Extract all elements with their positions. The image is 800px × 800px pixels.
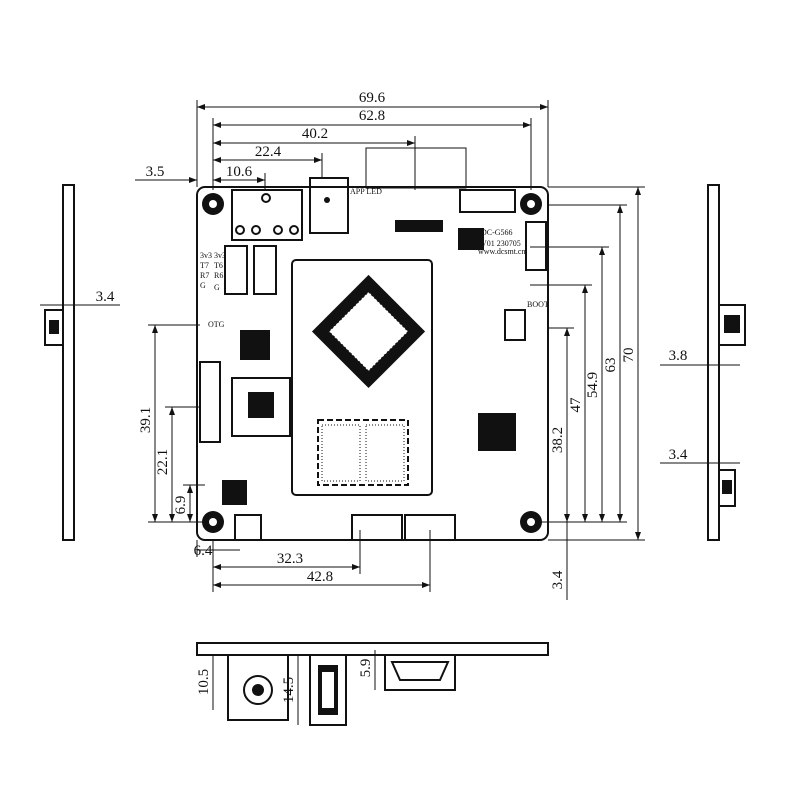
header2-pin3: R6 bbox=[214, 271, 223, 280]
header2-pin1: 3v3 bbox=[214, 251, 226, 260]
dim-32-3: 32.3 bbox=[277, 551, 303, 567]
label-website: www.dcsmt.cn bbox=[478, 247, 525, 256]
dim-62-8: 62.8 bbox=[359, 108, 385, 124]
dim-40-2: 40.2 bbox=[302, 126, 328, 142]
dim-70: 70 bbox=[621, 348, 637, 363]
header1-pin3: R7 bbox=[200, 271, 209, 280]
mounting-holes bbox=[202, 193, 542, 533]
front-view bbox=[196, 642, 549, 726]
dim-5-9: 5.9 bbox=[358, 659, 374, 678]
label-app-led: APP LED bbox=[350, 187, 382, 196]
dim-side-3-8: 3.8 bbox=[669, 348, 688, 364]
dim-side-3-4: 3.4 bbox=[669, 447, 688, 463]
label-otg: OTG bbox=[208, 320, 225, 329]
board-top-view: APP LED DC-G566 V01 230705 www.dcsmt.cn … bbox=[196, 147, 549, 541]
dim-6-9: 6.9 bbox=[173, 496, 189, 515]
dimension-labels: 69.6 62.8 40.2 22.4 10.6 3.5 3.4 39.1 22… bbox=[96, 90, 688, 703]
dim-bottom-right-3-4: 3.4 bbox=[550, 570, 566, 589]
usb-port bbox=[309, 654, 347, 726]
dim-3-5: 3.5 bbox=[146, 164, 165, 180]
header1-pin1: 3v3 bbox=[200, 251, 212, 260]
dim-10-6: 10.6 bbox=[226, 164, 253, 180]
header1-pin2: T7 bbox=[200, 261, 209, 270]
dim-6-4: 6.4 bbox=[194, 543, 213, 559]
header2-pin4: G bbox=[214, 283, 220, 292]
extension-lines bbox=[148, 100, 645, 592]
header1-pin4: G bbox=[200, 281, 206, 290]
dim-39-1: 39.1 bbox=[138, 407, 154, 433]
hdmi-port bbox=[384, 654, 456, 691]
dim-69-6: 69.6 bbox=[359, 90, 386, 106]
dim-left-3-4: 3.4 bbox=[96, 289, 115, 305]
dim-22-4: 22.4 bbox=[255, 144, 282, 160]
header2-pin2: T6 bbox=[214, 261, 223, 270]
dim-63: 63 bbox=[603, 358, 619, 373]
label-model: DC-G566 bbox=[481, 228, 513, 237]
right-side-view bbox=[707, 184, 746, 541]
dimension-lines bbox=[40, 104, 740, 725]
dim-22-1: 22.1 bbox=[155, 449, 171, 475]
dim-10-5: 10.5 bbox=[196, 669, 212, 695]
label-version: V01 230705 bbox=[481, 239, 521, 248]
dim-38-2: 38.2 bbox=[550, 427, 566, 453]
dim-42-8: 42.8 bbox=[307, 569, 333, 585]
label-boot: BOOT bbox=[527, 300, 549, 309]
audio-jack bbox=[227, 654, 289, 721]
left-side-view bbox=[44, 184, 75, 541]
dim-47: 47 bbox=[568, 397, 584, 413]
dim-54-9: 54.9 bbox=[585, 372, 601, 398]
